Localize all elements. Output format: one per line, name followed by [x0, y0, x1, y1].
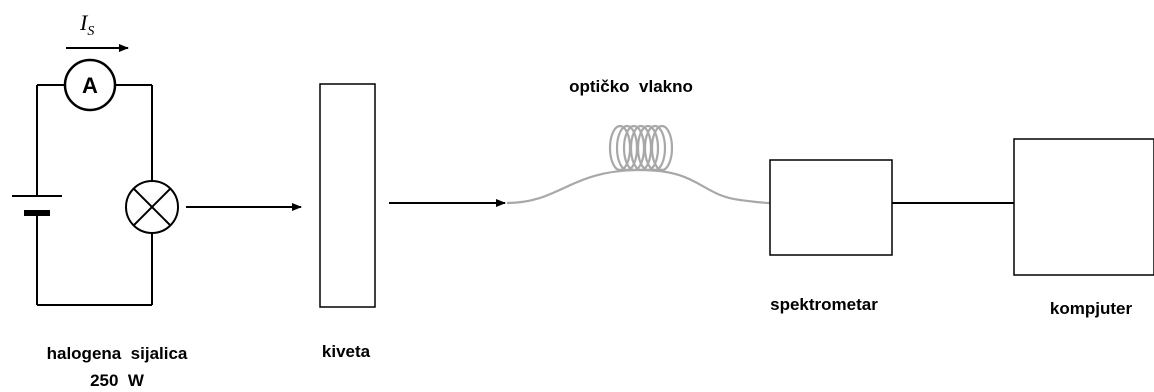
- ammeter-icon: A: [63, 58, 117, 112]
- lamp-icon: [125, 180, 179, 234]
- lamp-circuit: [36, 84, 153, 306]
- current-label: IS: [79, 10, 94, 39]
- spectrometer-box: [769, 159, 893, 256]
- optical-fiber: [506, 124, 771, 205]
- computer-label: kompjuter: [1050, 299, 1133, 318]
- fiber-cable: [506, 168, 771, 205]
- fiber-label: optičko vlakno: [569, 77, 693, 96]
- current-subscript: S: [87, 24, 94, 39]
- cuvette-box: [319, 83, 376, 308]
- ammeter-label: A: [82, 73, 98, 98]
- cuvette-label: kiveta: [322, 342, 371, 361]
- current-symbol: I: [79, 10, 89, 35]
- lamp-label-line2: 250 W: [90, 371, 145, 390]
- lamp-label-line1: halogena sijalica: [47, 344, 188, 363]
- computer-box: [1013, 138, 1154, 276]
- fiber-coil-icon: [608, 124, 674, 172]
- battery-icon: [12, 195, 62, 216]
- spectrometer-label: spektrometar: [770, 295, 878, 314]
